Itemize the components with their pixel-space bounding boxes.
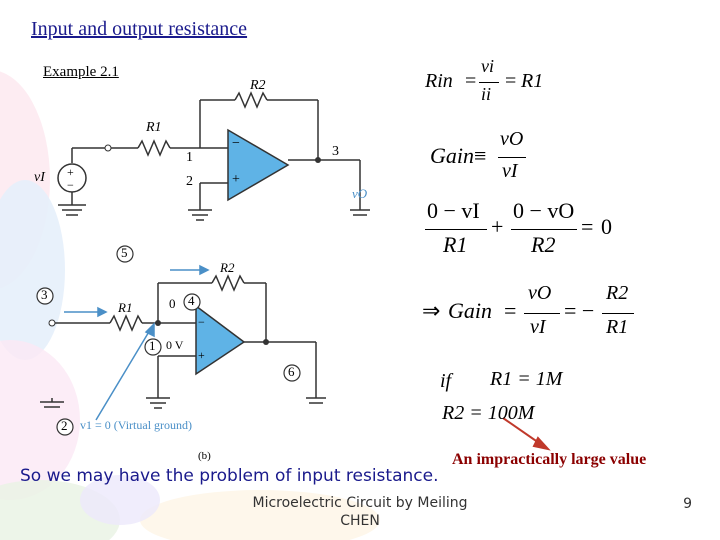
opamp-a [227, 128, 290, 202]
annotation-arrow [502, 417, 551, 451]
step-marker-2: 2 [61, 418, 68, 433]
circuit-a-output-label: vO [352, 186, 368, 201]
terminal-a-output [315, 157, 321, 163]
result-equals-1: = [504, 298, 517, 323]
circuit-a-minus: − [232, 136, 240, 151]
result-fraction-bar-1 [524, 313, 560, 314]
result-denominator-1: vI [530, 316, 546, 338]
gain-def-lhs: Gain [430, 143, 474, 168]
circuit-b-zero-v-label: 0 V [166, 338, 184, 352]
current-arrows [64, 264, 210, 421]
gain-def-fraction-bar [498, 157, 526, 158]
kcl-fraction-bar-2 [511, 229, 577, 230]
slide-title: Input and output resistance [31, 18, 248, 40]
circuit-b-r2-label: R2 [220, 260, 235, 275]
rin-equals-2: = [505, 70, 517, 92]
page-number: 9 [683, 496, 692, 512]
annotation-text: An impractically large value [452, 451, 647, 468]
terminal-b-input [48, 319, 56, 327]
circuit-b-step2-text: v1 = 0 (Virtual ground) [80, 418, 193, 432]
rin-lhs: Rin [425, 70, 453, 92]
gain-def-equiv: ≡ [474, 143, 487, 168]
footer-text: Microelectric Circuit by Meiling [252, 495, 468, 511]
circuit-a-node1: 1 [186, 150, 193, 165]
circuit-a-node3: 3 [332, 144, 339, 159]
kcl-denominator-1: R1 [443, 232, 468, 257]
rin-equals: = [465, 70, 477, 92]
rin-numerator: vi [481, 56, 494, 76]
circuit-a-source-plus: + [67, 165, 74, 179]
example-label: Example 2.1 [43, 64, 119, 80]
circuit-b-plus: + [198, 348, 205, 362]
terminal-b-output [263, 339, 269, 345]
equation-kcl: 0 − vI R1 + 0 − vO R2 = 0 [425, 198, 645, 262]
footer-text-line2: CHEN [340, 513, 380, 529]
result-equals-2: = − [564, 298, 595, 323]
equation-rin: Rin = vi ii = R1 [425, 56, 625, 112]
node-b-junction [155, 320, 161, 326]
r1-value: R1 = 1M [490, 368, 563, 390]
circuit-a-r1-label: R1 [146, 120, 162, 135]
rin-fraction-bar [479, 82, 499, 83]
result-implies: ⇒ [422, 298, 441, 323]
rin-denominator: ii [481, 84, 492, 104]
circuit-a-r2-label: R2 [250, 78, 266, 93]
gain-def-denominator: vI [502, 160, 518, 182]
gain-def-numerator: vO [500, 128, 524, 150]
kcl-denominator-2: R2 [531, 232, 556, 257]
step-marker-3: 3 [41, 287, 48, 302]
circuit-a-plus: + [232, 172, 240, 187]
result-denominator-2: R1 [606, 316, 629, 338]
circuit-a-source-label: vI [34, 170, 45, 185]
circuit-a-node2: 2 [186, 174, 193, 189]
step-marker-6: 6 [288, 364, 295, 379]
circuit-b-r1-label: R1 [118, 300, 133, 315]
r2-value: R2 = 100M [442, 402, 535, 424]
step-marker-5: 5 [121, 245, 128, 260]
equation-gain-def: Gain ≡ vO vI [430, 128, 630, 188]
result-lhs: Gain [448, 298, 492, 323]
result-numerator-1: vO [528, 282, 552, 304]
kcl-rhs: 0 [601, 214, 612, 239]
kcl-equals: = [581, 214, 594, 239]
result-numerator-2: R2 [606, 282, 629, 304]
opamp-b [195, 304, 246, 376]
conclusion-text: So we may have the problem of input resi… [20, 466, 439, 486]
circuit-b-zero-label: 0 [169, 296, 176, 311]
circuit-a-source-minus: − [67, 178, 74, 192]
result-fraction-bar-2 [602, 313, 634, 314]
rin-rhs: R1 [521, 70, 544, 92]
step-marker-4: 4 [188, 293, 195, 308]
step-marker-1: 1 [149, 338, 156, 353]
kcl-numerator-2: 0 − vO [513, 198, 575, 223]
kcl-numerator-1: 0 − vI [427, 198, 480, 223]
circuit-b-caption: (b) [198, 450, 211, 462]
if-word: if [440, 370, 452, 392]
terminal-a-input [104, 144, 112, 152]
equation-gain-result: ⇒ Gain = vO vI = − R2 R1 [422, 282, 642, 346]
kcl-plus: + [491, 214, 504, 239]
kcl-fraction-bar-1 [425, 229, 487, 230]
circuit-b [40, 274, 326, 409]
circuit-b-minus: − [198, 315, 205, 329]
